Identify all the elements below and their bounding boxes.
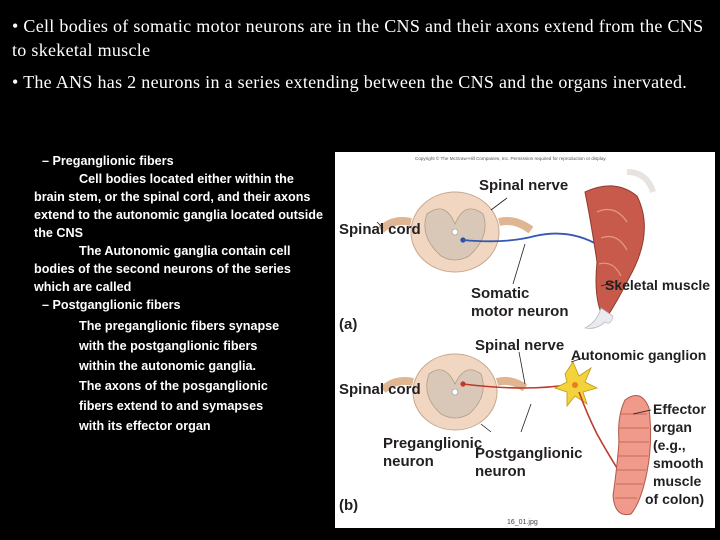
panel-b: Spinal nerve Autonomic ganglion Spinal c… [339, 337, 706, 516]
spinal-cord-illustration-a [378, 191, 534, 273]
colon-illustration [612, 395, 652, 516]
label-effector-1: Effector [653, 401, 706, 417]
preganglionic-text-1-first: Cell bodies located either within the [79, 172, 294, 186]
label-somatic-2: motor neuron [471, 303, 569, 320]
label-preganglionic-1: Preganglionic [383, 435, 482, 452]
label-panel-b: (b) [339, 497, 358, 514]
postganglionic-line: with the postganglionic fibers [79, 339, 258, 353]
label-spinal-cord-a: Spinal cord [339, 221, 421, 238]
label-effector-3: (e.g., [653, 437, 686, 453]
label-spinal-nerve-a: Spinal nerve [479, 177, 568, 194]
preganglionic-text-1-rest: brain stem, or the spinal cord, and thei… [34, 190, 323, 240]
autonomic-ganglion-illustration [553, 361, 599, 408]
file-label: 16_01.jpg [507, 519, 538, 526]
bullet-somatic: • Cell bodies of somatic motor neurons a… [12, 16, 704, 60]
postganglionic-line: with its effector organ [79, 419, 211, 433]
label-preganglionic-2: neuron [383, 453, 434, 470]
somatic-axon [462, 232, 601, 247]
label-effector-5: muscle [653, 473, 701, 489]
spinal-cord-illustration-b [380, 353, 528, 431]
skeletal-muscle-illustration [584, 169, 656, 329]
label-autonomic-ganglion: Autonomic ganglion [571, 347, 706, 363]
preganglionic-text-2-first: The Autonomic ganglia contain cell [79, 244, 291, 258]
leader-line [570, 357, 584, 363]
leader-line [600, 281, 616, 287]
postganglionic-line: The preganglionic fibers synapse [79, 319, 280, 333]
label-postganglionic-2: neuron [475, 463, 526, 480]
notes-list: – Preganglionic fibers Cell bodies locat… [34, 152, 324, 436]
label-effector-6: of colon) [645, 491, 704, 507]
leader-line [518, 351, 526, 385]
preganglionic-heading: – Preganglionic fibers [42, 154, 174, 168]
leader-line [520, 403, 532, 433]
label-effector-2: organ [653, 419, 692, 435]
postganglionic-line: fibers extend to and symapses [79, 399, 264, 413]
label-panel-a: (a) [339, 316, 357, 333]
copyright-text: Copyright © The McGraw-Hill Companies, I… [415, 155, 607, 161]
leader-line [376, 221, 384, 229]
label-spinal-cord-b: Spinal cord [339, 381, 421, 398]
postganglionic-line: within the autonomic ganglia. [79, 359, 257, 373]
bullet-ans: • The ANS has 2 neurons in a series exte… [12, 72, 688, 92]
label-postganglionic-1: Postganglionic [475, 445, 583, 462]
leader-line [490, 197, 508, 211]
neuron-diagram: Copyright © The McGraw-Hill Companies, I… [339, 155, 710, 526]
leader-line [480, 423, 492, 433]
preganglionic-text-2-rest: bodies of the second neurons of the seri… [34, 262, 291, 294]
panel-a: Spinal nerve Spinal cord Skeletal muscle… [339, 169, 710, 333]
label-effector-4: smooth [653, 455, 704, 471]
label-skeletal-muscle: Skeletal muscle [605, 277, 710, 293]
postganglionic-line: The axons of the posganglionic [79, 379, 268, 393]
leader-line [632, 409, 652, 415]
leader-line [512, 243, 526, 285]
bullet-list: • Cell bodies of somatic motor neurons a… [12, 14, 712, 102]
label-somatic-1: Somatic [471, 285, 529, 302]
postganglionic-axon [578, 391, 618, 469]
label-spinal-nerve-b: Spinal nerve [475, 337, 564, 354]
neuron-figure: Copyright © The McGraw-Hill Companies, I… [335, 152, 715, 528]
postganglionic-heading: – Postganglionic fibers [42, 298, 181, 312]
